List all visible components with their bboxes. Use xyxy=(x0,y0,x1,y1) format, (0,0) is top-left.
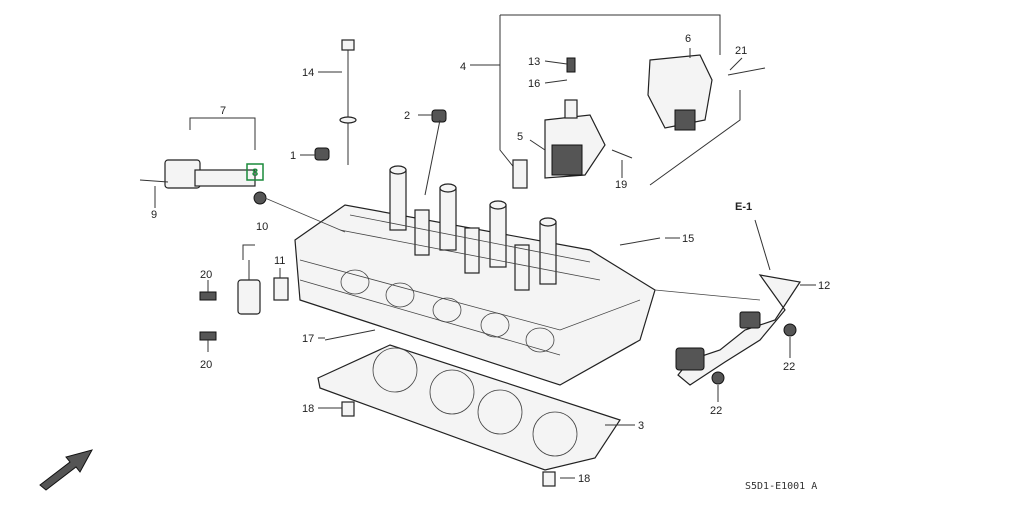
callout-6: 6 xyxy=(685,33,691,45)
wire-harness-bracket xyxy=(654,219,802,386)
callout-4: 4 xyxy=(460,61,466,73)
callout-21: 21 xyxy=(735,45,747,57)
callout-13: 13 xyxy=(528,56,540,68)
stud-17 xyxy=(324,329,376,341)
callout-22-lower: 22 xyxy=(710,405,722,417)
plug-1 xyxy=(314,147,330,161)
plug-2 xyxy=(431,109,447,123)
callout-9: 9 xyxy=(151,209,157,221)
callout-1: 1 xyxy=(290,150,296,162)
callout-17: 17 xyxy=(302,333,314,345)
callout-3: 3 xyxy=(638,420,644,432)
callout-18-upper: 18 xyxy=(302,403,314,415)
callout-20-lower: 20 xyxy=(200,359,212,371)
callout-22-right: 22 xyxy=(783,361,795,373)
bolt-20-lower xyxy=(199,331,217,341)
stud-15 xyxy=(619,237,661,246)
callout-10: 10 xyxy=(256,221,268,233)
head-gasket xyxy=(317,344,621,471)
callout-11: 11 xyxy=(274,255,285,267)
bolt-20-upper xyxy=(199,291,217,301)
callout-19: 19 xyxy=(615,179,627,191)
diagram-code: S5D1-E1001 A xyxy=(745,481,817,492)
callout-16: 16 xyxy=(528,78,540,90)
callout-20-upper: 20 xyxy=(200,269,212,281)
callout-15: 15 xyxy=(682,233,694,245)
leader-lines xyxy=(154,48,816,479)
callout-numbers: 14 1 2 4 13 16 5 6 21 19 7 8 9 10 11 20 … xyxy=(151,33,830,492)
dowel-pin-18-lower xyxy=(542,471,556,487)
cylinder-head xyxy=(294,165,656,386)
spring-11 xyxy=(273,277,289,301)
dowel-pin-18-upper xyxy=(341,401,355,417)
head-bolt xyxy=(339,39,357,165)
front-arrow-icon xyxy=(39,449,93,491)
callout-14: 14 xyxy=(302,67,314,79)
callout-2: 2 xyxy=(404,110,410,122)
callout-12: 12 xyxy=(818,280,830,292)
callout-5: 5 xyxy=(517,131,523,143)
callout-8-highlight-box xyxy=(246,163,264,181)
reference-e1: E-1 xyxy=(735,201,752,213)
callout-18-lower: 18 xyxy=(578,473,590,485)
callout-7: 7 xyxy=(220,105,226,117)
callout-8-highlighted: 8 xyxy=(252,167,258,179)
spool-valve-assembly xyxy=(499,14,766,189)
sensor-10 xyxy=(237,244,261,315)
oil-control-valve xyxy=(139,117,346,233)
